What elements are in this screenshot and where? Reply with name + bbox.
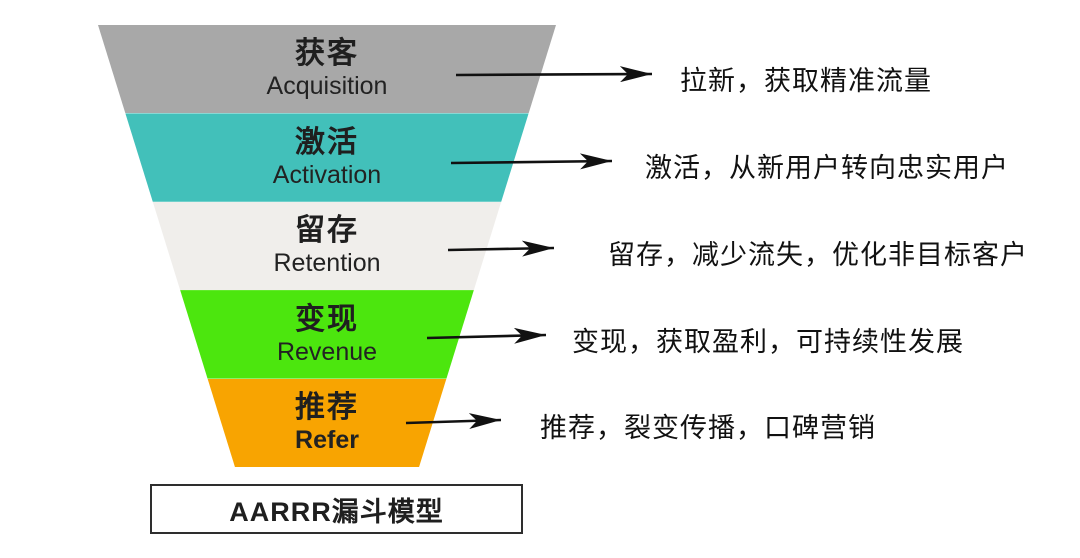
funnel-layer-refer: 推荐 Refer (207, 378, 447, 467)
layer-label-zh-refer: 推荐 (295, 391, 359, 424)
layer-label-en-refer: Refer (295, 426, 359, 454)
desc-acquisition: 拉新，获取精准流量 (680, 66, 932, 96)
desc-refer: 推荐，裂变传播，口碑营销 (540, 413, 876, 443)
layer-label-zh-revenue: 变现 (295, 302, 359, 336)
layer-label-en-retention: Retention (273, 249, 381, 278)
caption-box: AARRR漏斗模型 (150, 484, 523, 534)
funnel-layer-acquisition: 获客 Acquisition (98, 25, 556, 114)
layer-label-en-acquisition: Acquisition (266, 72, 388, 101)
desc-revenue: 变现，获取盈利，可持续性发展 (572, 327, 964, 357)
desc-retention: 留存，减少流失，优化非目标客户 (608, 240, 1028, 270)
funnel-layer-retention: 留存 Retention (152, 201, 502, 291)
layer-label-en-revenue: Revenue (276, 337, 378, 366)
layer-label-zh-acquisition: 获客 (295, 37, 359, 71)
desc-activation: 激活，从新用户转向忠实用户 (645, 153, 1009, 183)
layer-label-en-activation: Activation (272, 160, 382, 189)
layer-label-zh-activation: 激活 (295, 125, 359, 159)
caption-label: AARRR漏斗模型 (229, 496, 444, 527)
funnel-layer-revenue: 变现 Revenue (180, 290, 474, 379)
funnel: 获客 Acquisition 激活 Activation 留存 Retentio… (98, 25, 556, 467)
layer-label-zh-retention: 留存 (295, 214, 359, 248)
funnel-layer-activation: 激活 Activation (125, 113, 529, 202)
